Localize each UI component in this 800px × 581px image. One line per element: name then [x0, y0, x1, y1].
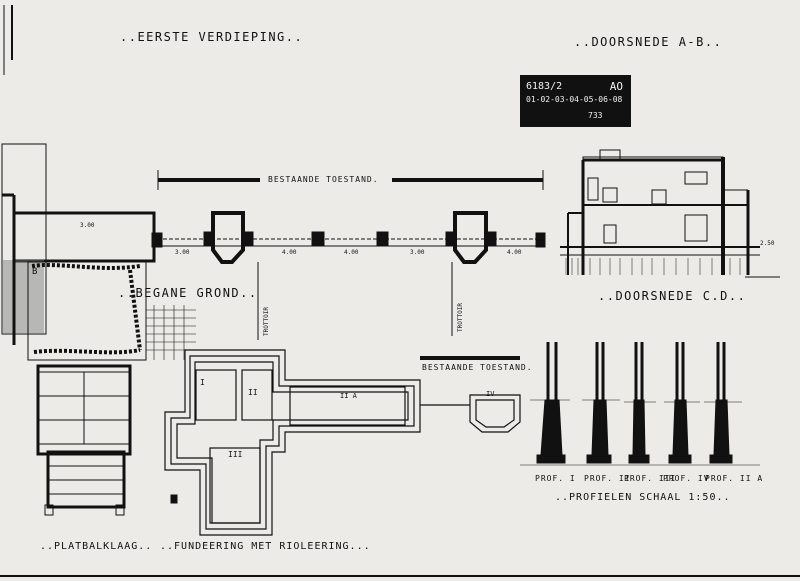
- room-mark-2: II: [248, 388, 258, 397]
- stamp-code: AO: [609, 80, 623, 93]
- label-bestaande-toestand-bottom: BESTAANDE TOESTAND.: [422, 363, 533, 372]
- dim-2: 4.00: [282, 249, 297, 256]
- title-platbalklaag: ..PLATBALKLAAG..: [40, 541, 153, 552]
- section-mark-b: B: [32, 267, 38, 277]
- label-trottoir-left: TROTTOIR: [262, 307, 270, 336]
- dim-3: 4.00: [344, 249, 359, 256]
- title-begane-grond: ..BEGANE GROND..: [118, 286, 258, 300]
- dim-5: 4.00: [507, 249, 522, 256]
- archive-stamp: 6183/2 AO 01-02-03-04-05-06-08 733: [520, 75, 631, 127]
- label-trottoir-right: TROTTOIR: [456, 303, 464, 332]
- dim-4: 3.00: [410, 249, 425, 256]
- dim-6: 3.00: [80, 222, 95, 229]
- stamp-sheets: 01-02-03-04-05-06-08: [526, 95, 623, 104]
- profile-label-3: PROF. III: [624, 474, 677, 483]
- profile-label-1: PROF. I: [535, 474, 576, 483]
- stamp-ref: 6183/2: [526, 81, 563, 92]
- room-mark-4: IV: [486, 390, 495, 398]
- profile-label-2: PROF. II: [584, 474, 631, 483]
- label-bestaande-toestand-top: BESTAANDE TOESTAND.: [268, 175, 379, 184]
- stamp-number: 733: [588, 111, 603, 120]
- title-profielen: ..PROFIELEN SCHAAL 1:50..: [555, 492, 731, 503]
- title-fundeering: ..FUNDEERING MET RIOLEERING...: [160, 541, 371, 552]
- title-eerste-verdieping: ..EERSTE VERDIEPING..: [120, 30, 304, 44]
- dim-7: 2.50: [760, 240, 775, 247]
- dim-1: 3.00: [175, 249, 190, 256]
- profile-label-4: PROF. IV: [663, 474, 710, 483]
- room-mark-3: III: [228, 450, 243, 459]
- profile-columns: [536, 342, 733, 464]
- room-mark-2a: II A: [340, 392, 357, 400]
- title-doorsnede-ab: ..DOORSNEDE A-B..: [574, 35, 723, 49]
- profile-label-5: PROF. II A: [705, 474, 764, 483]
- room-mark-1: I: [200, 378, 205, 387]
- title-doorsnede-cd: ..DOORSNEDE C.D..: [598, 289, 747, 303]
